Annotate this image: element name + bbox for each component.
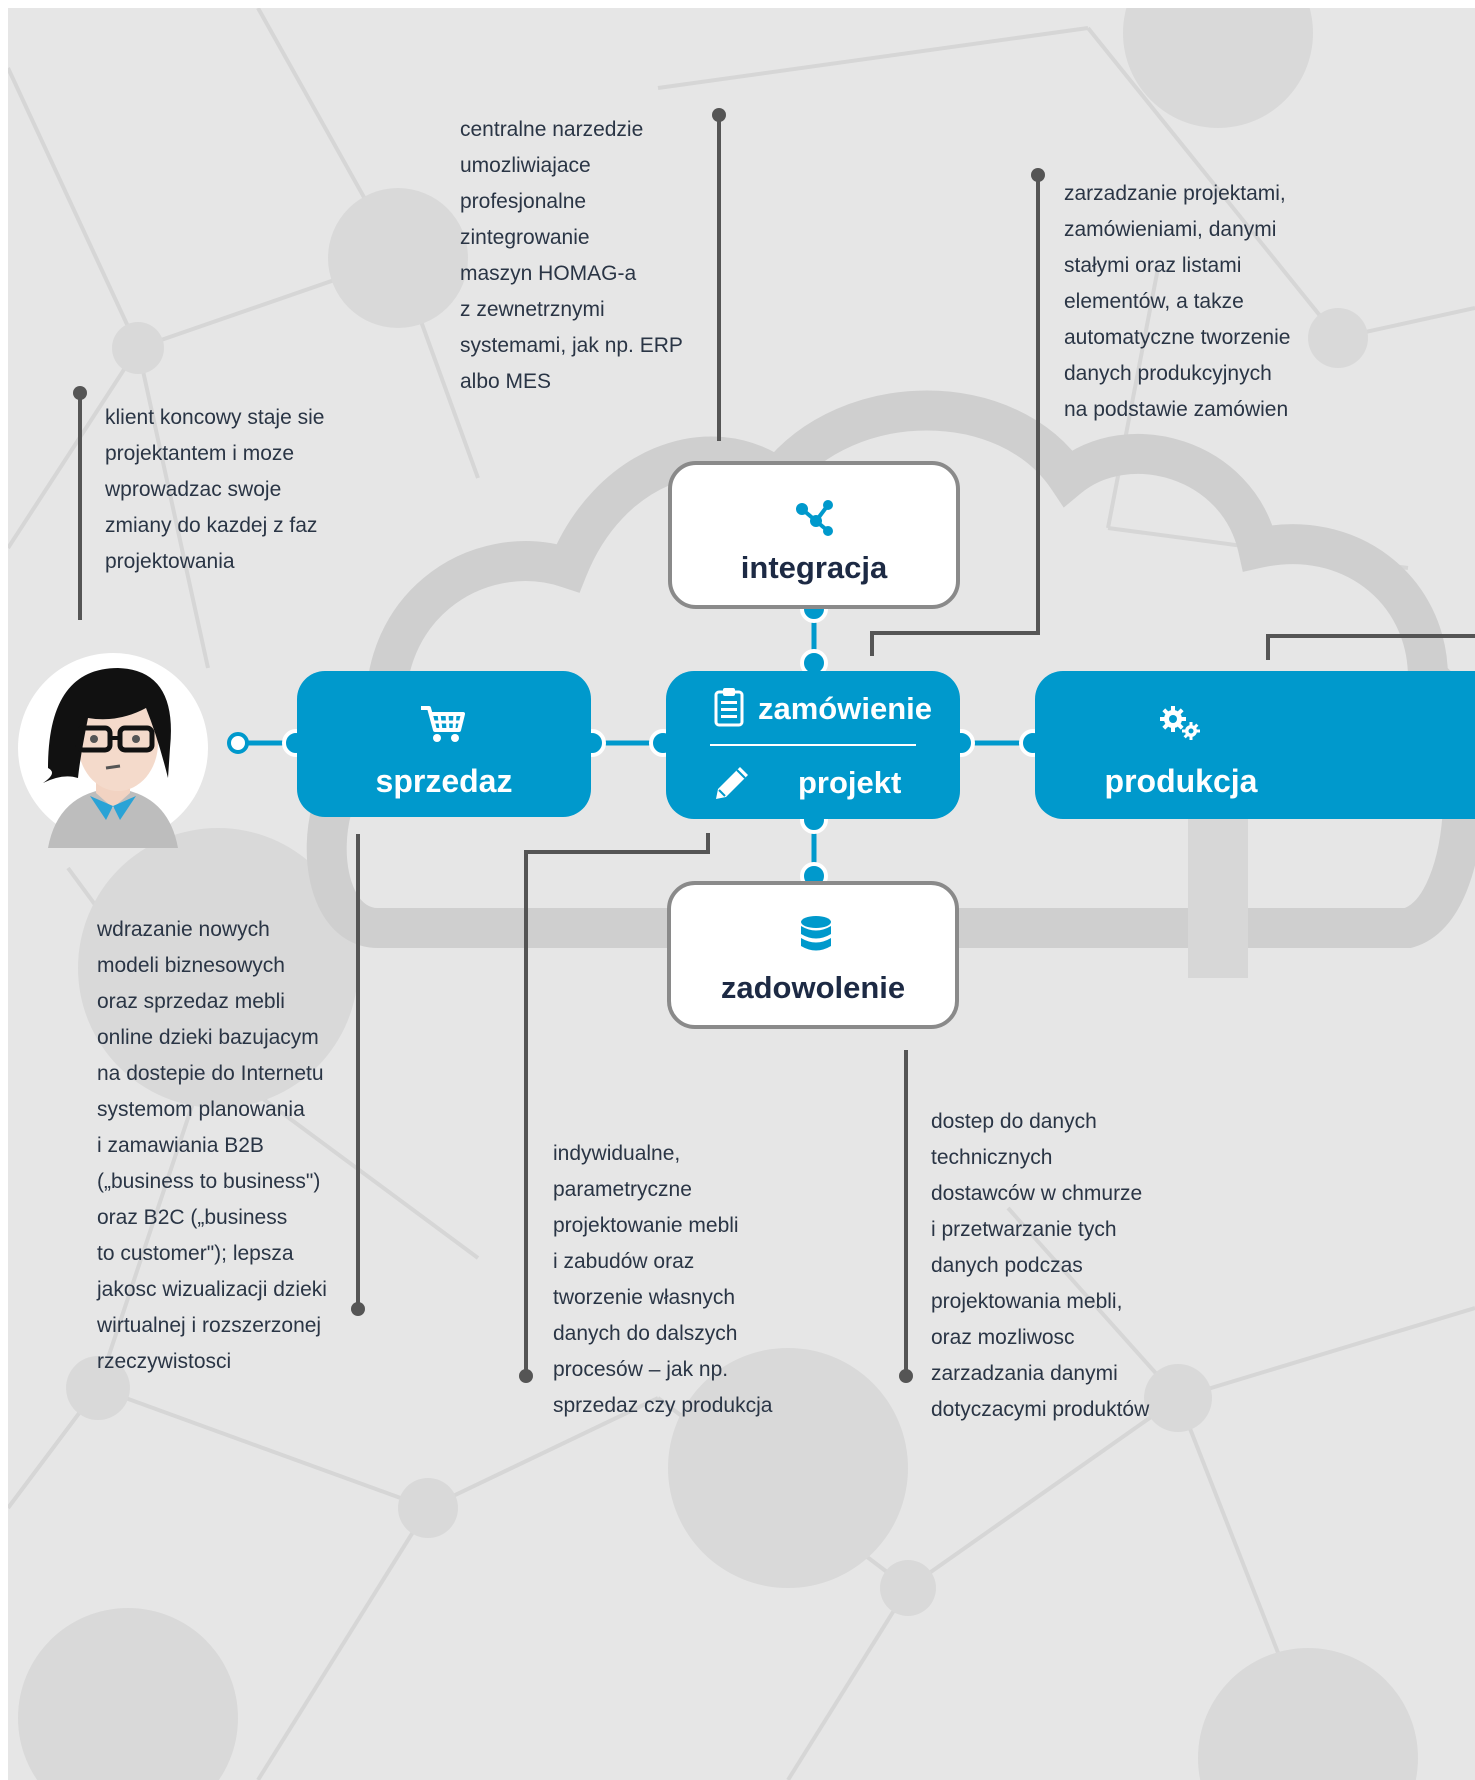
node-sprzedaz-label: sprzedaz xyxy=(375,763,513,799)
node-produkcja-label: produkcja xyxy=(1104,763,1258,799)
connector-lines xyxy=(73,108,1475,1383)
callout-zadowolenie: dostep do danych technicznych dostawców … xyxy=(931,1110,1150,1421)
node-produkcja: produkcja xyxy=(1035,671,1475,819)
diagram-canvas: centralne narzedzie umozliwiajace profes… xyxy=(8,8,1475,1780)
node-integracja-label: integracja xyxy=(740,550,888,585)
node-projekt-label: projekt xyxy=(798,765,902,800)
share-nodes-icon xyxy=(796,500,833,536)
database-icon xyxy=(801,916,831,951)
clipboard-icon xyxy=(714,688,744,727)
node-integracja: integracja xyxy=(668,461,960,609)
callout-integracja: centralne narzedzie umozliwiajace profes… xyxy=(460,118,683,393)
gears-icon xyxy=(1160,706,1200,740)
node-sprzedaz: sprzedaz xyxy=(297,671,591,817)
node-divider xyxy=(710,744,916,746)
node-zadowolenie-label: zadowolenie xyxy=(720,970,906,1005)
network-background xyxy=(8,8,1475,1780)
callout-projekt: indywidualne, parametryczne projektowani… xyxy=(553,1142,773,1417)
shopping-cart-icon xyxy=(421,706,465,742)
woman-with-glasses-avatar xyxy=(18,653,208,848)
node-zadowolenie: zadowolenie xyxy=(667,881,959,1029)
node-zamowienie-label: zamówienie xyxy=(758,691,932,726)
pencil-icon xyxy=(716,767,748,799)
callout-sprzedaz: wdrazanie nowych modeli biznesowych oraz… xyxy=(97,918,327,1373)
node-zamowienie-projekt: zamówienie projekt xyxy=(666,671,960,819)
callout-zamowienie: zarzadzanie projektami, zamówieniami, da… xyxy=(1064,182,1291,421)
callout-klient: klient koncowy staje sie projektantem i … xyxy=(105,406,325,573)
